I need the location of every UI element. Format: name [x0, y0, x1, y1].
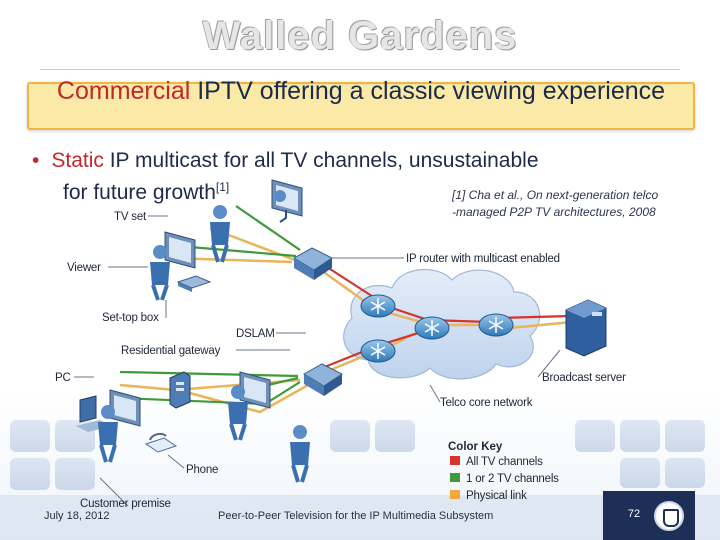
router-icon: [360, 339, 396, 363]
citation-line-1: [1] Cha et al., On next-generation telco: [452, 188, 659, 202]
citation: [1] Cha et al., On next-generation telco…: [452, 187, 712, 221]
router-icons: [360, 294, 514, 363]
bullet-reference: [1]: [215, 180, 230, 194]
slide-title: Walled Gardens: [202, 14, 518, 58]
subtitle: Commercial IPTV offering a classic viewi…: [27, 76, 695, 106]
label-leaders: [74, 215, 561, 507]
background-tiles: [0, 420, 720, 540]
viewer-icon: [290, 425, 310, 483]
label-broadcast-server: Broadcast server: [542, 372, 626, 384]
customer-premise-group: [76, 371, 310, 483]
label-pc: PC: [55, 372, 71, 384]
viewer-group-top: [210, 179, 303, 263]
citation-line-2: -managed P2P TV architectures, 2008: [452, 205, 656, 219]
bullet-dot: •: [32, 149, 40, 172]
set-top-box-icon: [176, 275, 212, 292]
label-residential-gateway: Residential gateway: [121, 345, 221, 357]
bullet-line-2: for future growth[1]: [32, 174, 672, 206]
color-key: Color Key All TV channels 1 or 2 TV chan…: [448, 441, 559, 502]
tv-set-icon: [271, 179, 303, 223]
subtitle-box: [27, 82, 695, 130]
viewer-group-middle: [150, 231, 212, 301]
swatch-few-channels: [450, 473, 460, 482]
label-dslam: DSLAM: [236, 328, 275, 340]
subtitle-highlight: Commercial: [56, 77, 191, 105]
label-ip-router: IP router with multicast enabled: [406, 253, 560, 265]
swatch-all-channels: [450, 456, 460, 465]
tv-set-icon: [109, 389, 141, 427]
dslam-icon: [303, 363, 343, 396]
phone-icon: [144, 432, 178, 453]
footer-date: July 18, 2012: [44, 510, 110, 522]
tv-set-icon: [239, 371, 271, 409]
color-key-title: Color Key: [448, 441, 503, 453]
gateway-icon: [169, 371, 191, 409]
subtitle-text: IPTV offering a classic viewing experien…: [190, 77, 666, 105]
label-viewer: Viewer: [67, 262, 101, 274]
viewer-icon: [228, 385, 248, 441]
tv-set-icon: [164, 231, 196, 269]
viewer-icon: [274, 190, 286, 202]
key-label-physical-link: Physical link: [466, 490, 527, 502]
viewer-icon: [98, 405, 118, 463]
dslam-icon: [293, 247, 333, 280]
title-divider: [40, 69, 680, 70]
router-icon: [478, 313, 514, 337]
swatch-physical-link: [450, 490, 460, 499]
diagram-labels: TV set Viewer Set-top box DSLAM Resident…: [55, 211, 626, 510]
viewer-icon: [210, 205, 230, 263]
bullet-text-2: for future growth: [63, 181, 216, 204]
label-core-network: Telco core network: [440, 397, 533, 409]
bullet-highlight: Static: [51, 149, 104, 172]
router-icon: [360, 294, 396, 318]
university-seal-icon: [654, 501, 684, 531]
router-icon: [414, 316, 450, 340]
label-customer-premise: Customer premise: [80, 498, 171, 510]
label-set-top-box: Set-top box: [102, 312, 159, 324]
label-tv-set: TV set: [114, 211, 147, 223]
footer-title: Peer-to-Peer Television for the IP Multi…: [218, 510, 494, 522]
viewer-icon: [150, 245, 170, 301]
label-phone: Phone: [186, 464, 218, 476]
broadcast-server-icon: [565, 299, 607, 357]
bullet-point: • Static IP multicast for all TV channels…: [32, 147, 672, 206]
key-label-all-channels: All TV channels: [466, 456, 543, 468]
bullet-text-1: IP multicast for all TV channels, unsust…: [103, 149, 539, 172]
page-number: 72: [627, 508, 641, 520]
key-label-few-channels: 1 or 2 TV channels: [466, 473, 559, 485]
few-channels-links: [119, 205, 301, 406]
